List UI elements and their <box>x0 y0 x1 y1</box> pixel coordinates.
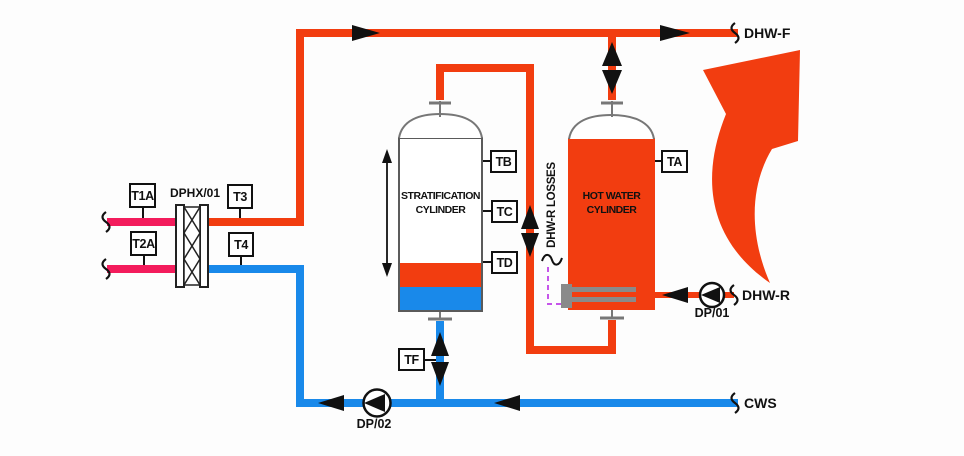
flow-arrow-down-icon <box>602 70 622 94</box>
flow-arrow-down-icon <box>431 362 449 386</box>
hot-water-cylinder-body <box>568 138 655 310</box>
connector-t2a <box>143 255 145 265</box>
connector-tc <box>483 210 492 212</box>
pipe-loop-bottom <box>526 346 616 354</box>
connector-tf <box>424 359 436 361</box>
losses-squiggle-icon <box>541 253 563 266</box>
sensor-t3: T3 <box>227 184 253 209</box>
heat-exchanger-label: DPHX/01 <box>169 186 221 200</box>
flow-arrow-left-icon <box>494 395 520 411</box>
flow-arrow-right-icon <box>660 25 690 41</box>
stratification-cold-band <box>400 287 481 310</box>
connector-ta <box>654 160 662 162</box>
nozzle-strat-top-icon <box>429 101 451 117</box>
pipe-hwc-bottom-stub <box>608 320 616 354</box>
pump-dp01-label: DP/01 <box>694 306 730 320</box>
losses-dashed-pointer <box>547 267 562 305</box>
sensor-td: TD <box>491 251 518 274</box>
pipe-hx-to-downcomer <box>205 265 304 273</box>
heating-element-bar-top <box>572 287 636 292</box>
pipe-break-icon <box>101 211 111 233</box>
sensor-tb: TB <box>490 150 517 173</box>
flow-arrow-up-icon <box>602 42 622 66</box>
flow-arrow-up-icon <box>521 205 539 229</box>
pipe-break-icon <box>730 22 740 44</box>
pipe-break-icon <box>729 284 739 306</box>
sensor-tf: TF <box>398 348 425 371</box>
heating-element-flange <box>561 284 572 308</box>
sensor-t2a: T2A <box>130 231 157 256</box>
stratification-range-arrow-icon <box>382 149 392 277</box>
pipe-break-icon <box>101 258 111 280</box>
demand-swoosh-arrow-icon <box>703 50 800 283</box>
connector-t1a <box>142 207 144 218</box>
heat-exchanger-icon <box>175 204 209 288</box>
pipe-hx-to-riser <box>205 218 304 226</box>
flow-arrow-left-icon <box>318 395 344 411</box>
pipe-hot-riser <box>296 29 304 226</box>
flow-arrow-up-icon <box>431 332 449 356</box>
nozzle-strat-bottom-icon <box>428 312 452 321</box>
stratification-dome <box>398 112 483 139</box>
hot-water-dome <box>568 113 655 140</box>
pipe-cold-downcomer <box>296 265 304 407</box>
nozzle-hwc-bottom-icon <box>600 310 624 320</box>
flow-arrow-down-icon <box>521 233 539 257</box>
connector-t4 <box>240 256 242 265</box>
sensor-t1a: T1A <box>129 183 156 208</box>
flow-arrow-right-icon <box>352 25 380 41</box>
pump-dp01-icon <box>698 281 726 309</box>
sensor-t4: T4 <box>228 232 254 257</box>
sensor-tc: TC <box>491 200 518 223</box>
pipe-break-icon <box>730 392 740 414</box>
stratification-hot-band <box>400 263 481 287</box>
heating-element-bar-bottom <box>572 297 636 302</box>
connector-t3 <box>239 208 241 218</box>
pipe-dhwr-return <box>652 292 734 298</box>
connector-tb <box>483 160 491 162</box>
flow-arrow-left-icon <box>662 287 688 303</box>
connector-td <box>483 261 492 263</box>
pipe-primary-flow <box>107 218 177 226</box>
stratification-cylinder-label: STRATIFICATION CYLINDER <box>401 190 480 217</box>
cws-label: CWS <box>744 395 777 411</box>
pipe-primary-return <box>107 265 177 273</box>
pipe-strat-top-drop <box>436 64 444 100</box>
pipe-dhwf-main <box>296 29 738 37</box>
dhwf-label: DHW-F <box>744 25 791 41</box>
pump-dp02-label: DP/02 <box>356 417 392 431</box>
hot-water-cylinder-label: HOT WATER CYLINDER <box>582 190 641 217</box>
sensor-ta: TA <box>661 150 688 173</box>
dhwr-label: DHW-R <box>742 287 790 303</box>
pump-dp02-icon <box>362 388 392 418</box>
pipe-strat-top-horizontal <box>436 64 534 72</box>
nozzle-hwc-top-icon <box>601 101 623 117</box>
